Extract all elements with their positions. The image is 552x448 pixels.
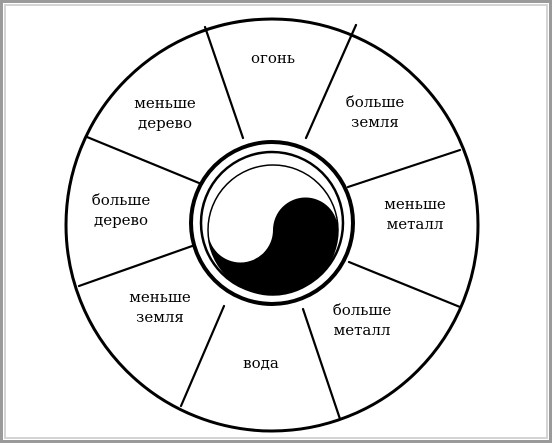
segment-label-line: меньше	[384, 195, 446, 213]
segment-label: меньше металл	[384, 195, 446, 233]
segment-label-line: дерево	[138, 114, 192, 132]
segment-label-line: огонь	[251, 49, 295, 67]
segment-label-line: меньше	[134, 94, 196, 112]
segment-label-line: вода	[243, 354, 279, 372]
segment-label-line: земля	[351, 113, 399, 131]
segment-dividers	[77, 23, 462, 421]
border-inner	[4, 4, 548, 439]
segment-label: больше земля	[346, 93, 405, 131]
divider-line	[346, 148, 462, 189]
segment-label-line: металл	[387, 215, 444, 233]
divider-line	[85, 135, 201, 185]
segment-label-line: дерево	[94, 211, 148, 229]
segment-label-line: больше	[92, 191, 151, 209]
divider-line	[304, 23, 358, 140]
segment-labels: огонь больше земля меньше металл больше металл…	[92, 49, 446, 372]
segment-label-line: металл	[334, 321, 391, 339]
segment-label: больше металл	[333, 301, 392, 339]
segment-label-line: меньше	[129, 288, 191, 306]
segment-label-line: больше	[346, 93, 405, 111]
segment-label: меньше земля	[129, 288, 191, 326]
yin-yang-black-half	[208, 197, 338, 295]
divider-line	[347, 260, 462, 309]
yin-yang-white-dot	[231, 219, 249, 237]
segment-label: огонь	[251, 49, 295, 67]
divider-line	[203, 25, 245, 140]
segment-label: меньше дерево	[134, 94, 196, 132]
segment-label: больше дерево	[92, 191, 151, 229]
divider-line	[179, 304, 226, 408]
divider-line	[77, 243, 197, 288]
segment-label-line: больше	[333, 301, 392, 319]
segment-label-line: земля	[136, 308, 184, 326]
divider-line	[301, 307, 342, 421]
outer-wheel-circle	[64, 17, 480, 433]
segment-label: вода	[243, 354, 279, 372]
yin-yang-black-dot	[296, 200, 314, 218]
yin-yang-symbol	[207, 164, 339, 296]
